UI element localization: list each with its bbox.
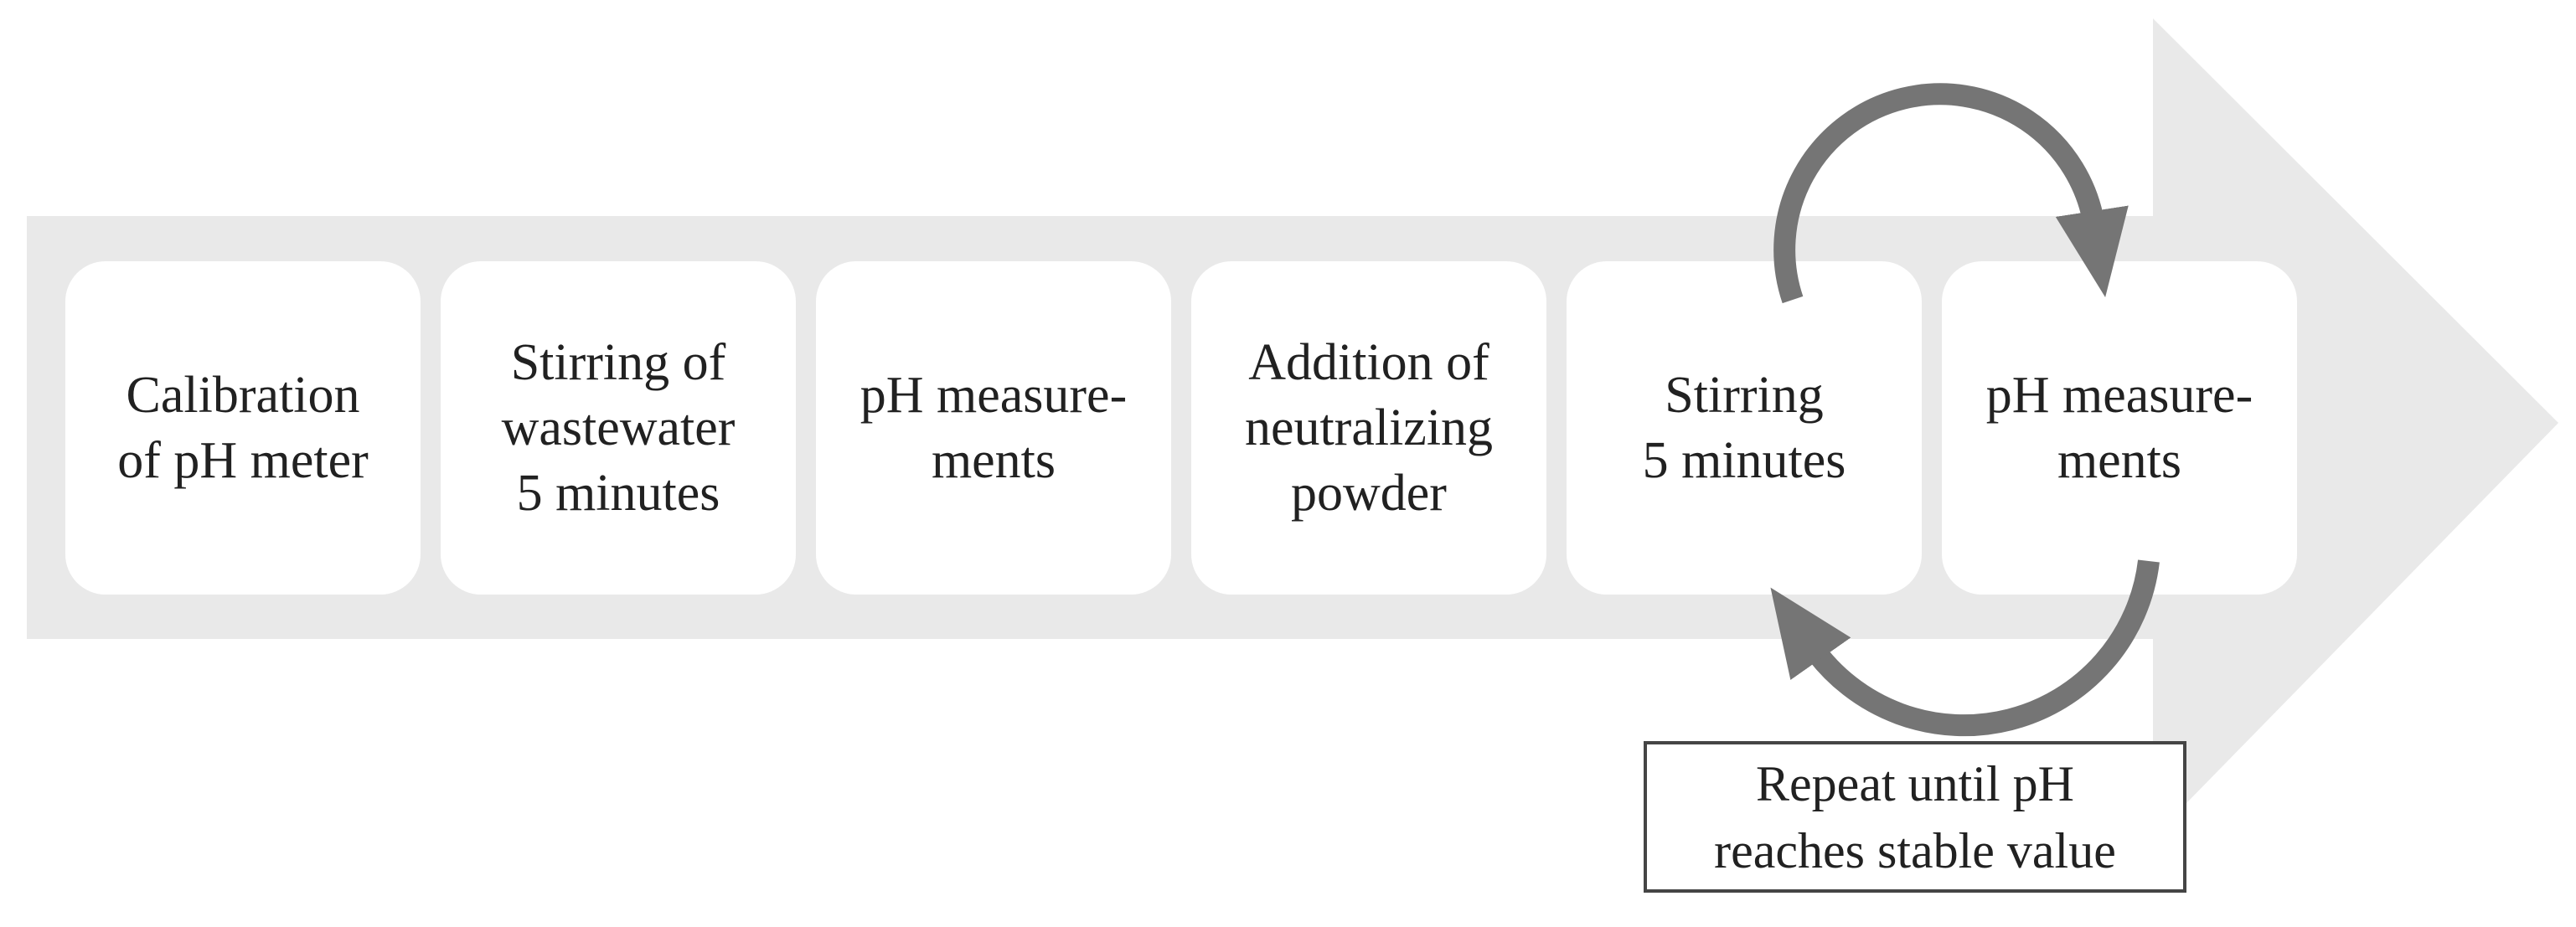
step-box-ph-measurements-1: pH measure- ments (816, 261, 1171, 595)
step-label: Stirring of wastewater 5 minutes (501, 334, 736, 522)
step-label: pH measure- ments (860, 367, 1128, 489)
step-label: pH measure- ments (1985, 367, 2253, 489)
step-box-addition-neutralizing-powder: Addition of neutralizing powder (1191, 261, 1546, 595)
repeat-note-label: Repeat until pH reaches stable value (1714, 755, 2116, 878)
step-box-ph-measurements-2: pH measure- ments (1942, 261, 2297, 595)
step-box-stirring-5-minutes: Stirring 5 minutes (1567, 261, 1922, 595)
step-label: Addition of neutralizing powder (1244, 334, 1494, 522)
step-box-calibration: Calibration of pH meter (65, 261, 421, 595)
step-box-stirring-wastewater: Stirring of wastewater 5 minutes (441, 261, 796, 595)
step-label: Stirring 5 minutes (1642, 367, 1846, 489)
step-label: Calibration of pH meter (117, 367, 369, 489)
repeat-note-box: Repeat until pH reaches stable value (1644, 741, 2186, 893)
